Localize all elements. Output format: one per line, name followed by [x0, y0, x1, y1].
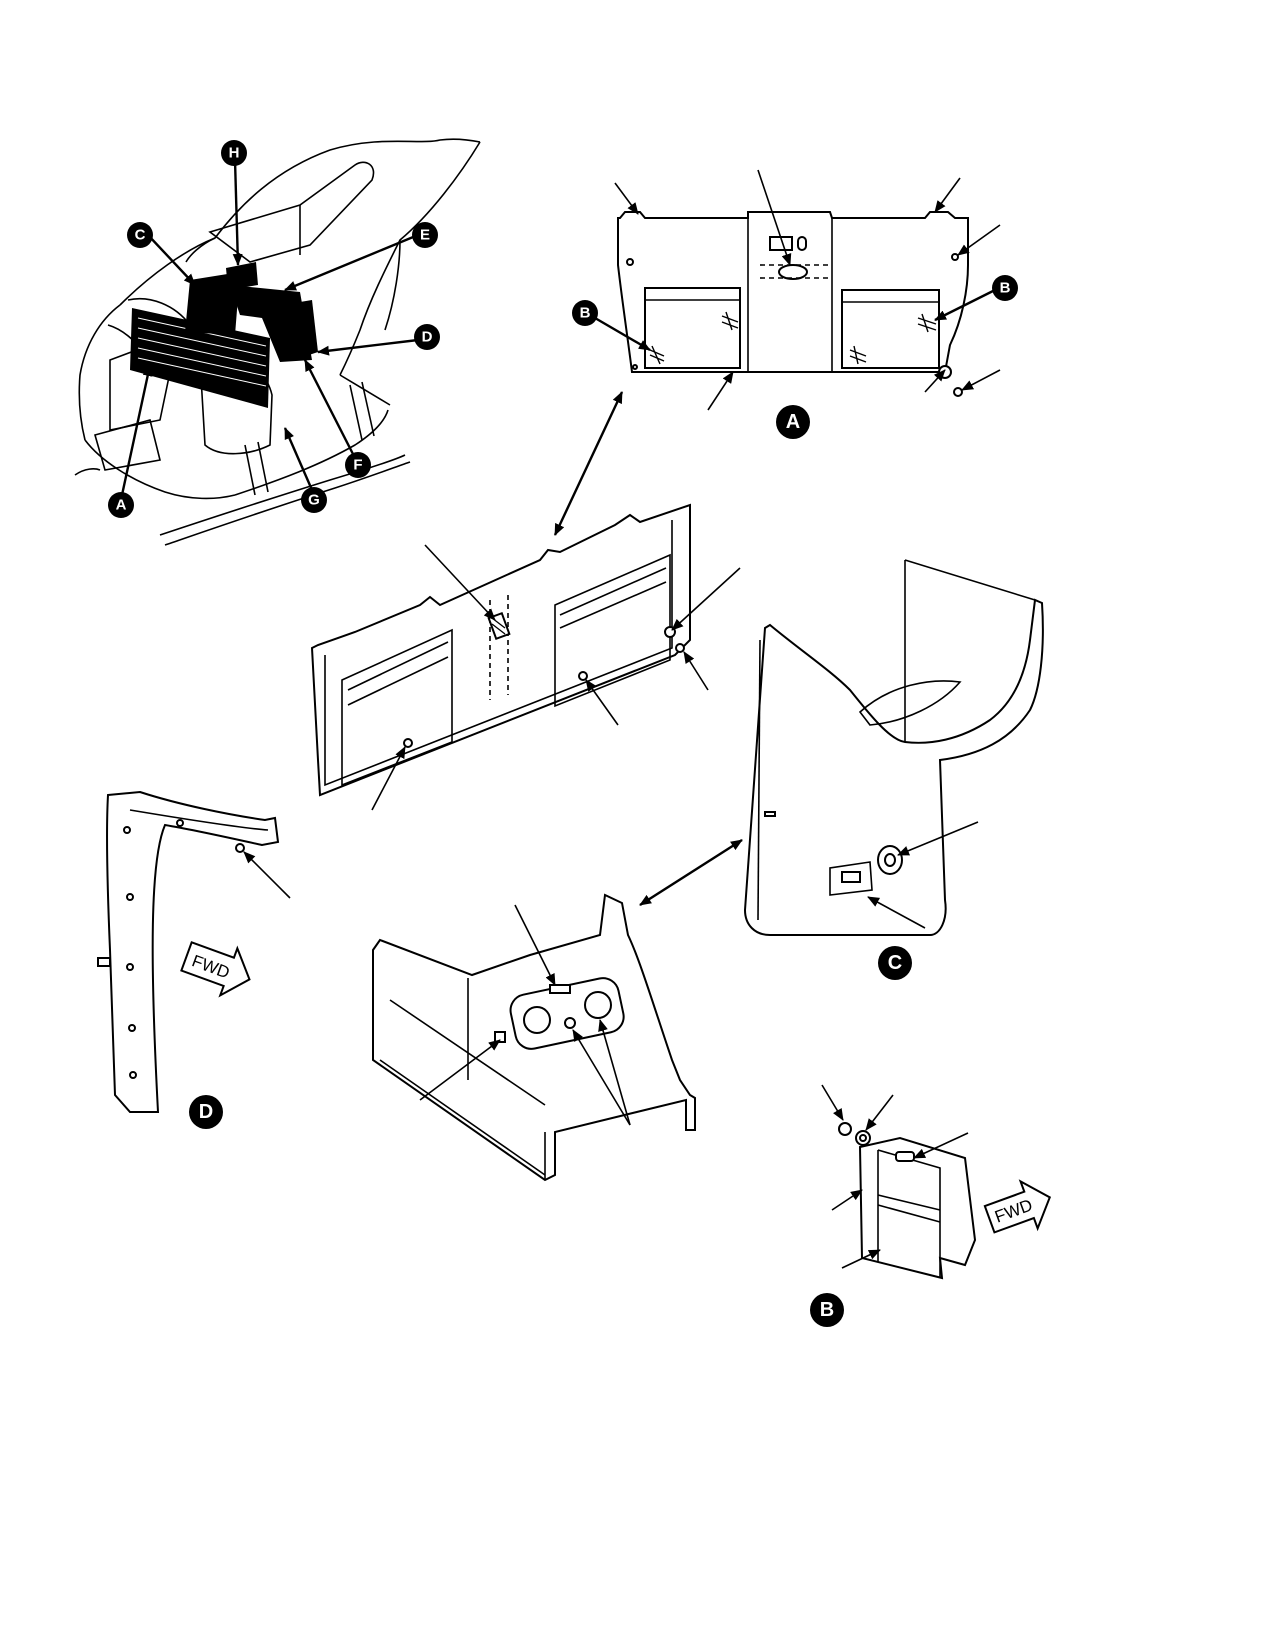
callout-f-label: F	[353, 457, 362, 474]
fwd-arrow-d: FWD	[180, 941, 251, 998]
callout-e: E	[412, 222, 438, 248]
detail-a-pocket-right	[841, 289, 940, 369]
panel-f-highlight	[282, 300, 318, 358]
detail-c-console: C	[743, 559, 1044, 980]
callout-detail-b: B	[810, 1293, 844, 1327]
callout-panel-a-b-left-label: B	[580, 305, 591, 322]
callout-g-label: G	[308, 492, 320, 509]
callout-detail-b-label: B	[820, 1299, 834, 1321]
callout-a: A	[108, 492, 134, 518]
callout-h: H	[221, 140, 247, 166]
callout-g: G	[301, 487, 327, 513]
callout-detail-a: A	[776, 405, 810, 439]
callout-d-label: D	[422, 329, 433, 346]
detail-a-panel: B B A	[572, 169, 1018, 439]
callout-panel-a-b-right-label: B	[1000, 280, 1011, 297]
link-arrow-a	[553, 391, 624, 536]
callout-f: F	[345, 452, 371, 478]
fwd-arrow-b: FWD	[983, 1179, 1052, 1234]
callout-detail-c-label: C	[888, 952, 902, 974]
callout-detail-c: C	[878, 946, 912, 980]
link-arrow-c	[639, 838, 743, 907]
callout-detail-a-label: A	[786, 411, 800, 433]
center-console	[372, 893, 696, 1182]
callout-h-label: H	[229, 145, 240, 162]
detail-b-bracket: FWD B	[810, 1084, 1052, 1327]
callout-detail-d-label: D	[199, 1101, 213, 1123]
detail-d-frame: FWD D	[97, 790, 291, 1129]
callout-d: D	[414, 324, 440, 350]
callout-panel-a-b-right: B	[992, 275, 1018, 301]
callout-detail-d: D	[189, 1095, 223, 1129]
callout-c: C	[127, 222, 153, 248]
callout-a-label: A	[116, 497, 127, 514]
panel-a-perspective	[310, 503, 741, 811]
panel-c-highlight	[185, 272, 240, 335]
callout-panel-a-b-left: B	[572, 300, 598, 326]
panel-h-highlight	[226, 262, 258, 290]
helicopter-overview: H C E D F G A	[74, 138, 481, 546]
callout-e-label: E	[420, 227, 430, 244]
callout-c-label: C	[135, 227, 146, 244]
